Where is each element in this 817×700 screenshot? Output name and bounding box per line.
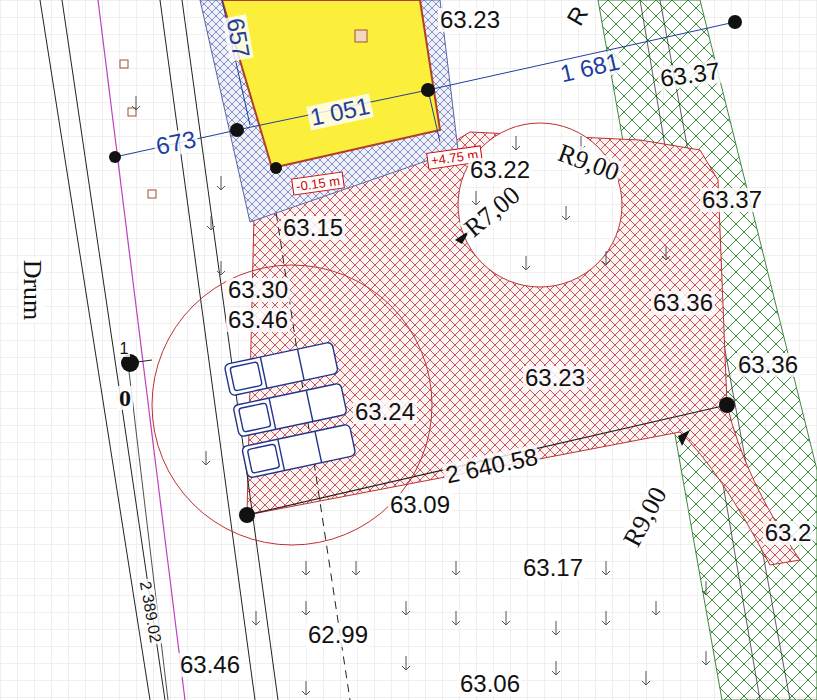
radius-label: R <box>562 1 593 31</box>
elevation-label: 63.17 <box>521 556 585 580</box>
radius-label: R9,00 <box>552 139 624 186</box>
dimension-label: 2 389.02 <box>136 578 163 646</box>
dimension-label: 1 681 <box>556 49 624 87</box>
point-number: 1 <box>118 341 131 357</box>
elevation-label: 63.23 <box>523 366 587 390</box>
elevation-label: 62.99 <box>306 623 370 647</box>
level-tag: -0.15 m <box>291 171 345 195</box>
elevation-label: 63.36 <box>651 291 715 315</box>
elevation-label: 63.15 <box>281 216 345 240</box>
elevation-label: 63.30 <box>226 278 290 302</box>
elevation-label: 63.23 <box>438 8 502 32</box>
elevation-label: 63.37 <box>700 188 764 212</box>
dimension-label: 1 051 <box>306 94 374 131</box>
radius-label: R7,00 <box>458 181 526 244</box>
radius-label: R9,00 <box>618 481 672 552</box>
elevation-label: 63.46 <box>226 308 290 332</box>
elevation-label: 63.36 <box>736 353 800 377</box>
elevation-label: 63.09 <box>388 493 452 517</box>
elevation-label: 63.06 <box>458 672 522 696</box>
point-number: 0 <box>117 386 133 410</box>
elevation-label: 63.2 <box>763 521 814 545</box>
elevation-label: 63.37 <box>657 59 724 92</box>
road-name: Drum <box>19 258 45 323</box>
dimension-label: 657 <box>222 14 253 62</box>
dimension-label: 2 640.58 <box>442 444 542 488</box>
elevation-label: 63.24 <box>353 400 417 424</box>
elevation-label: 63.22 <box>468 158 532 182</box>
elevation-label: 63.46 <box>178 653 242 677</box>
dimension-label: 673 <box>152 127 200 160</box>
